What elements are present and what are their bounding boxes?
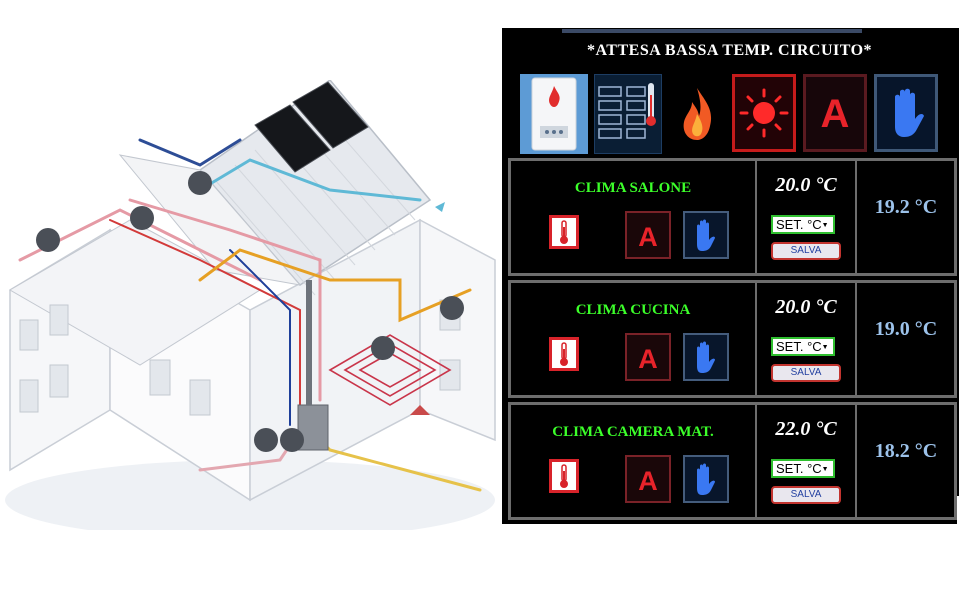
zone-panel-camera: CLIMA CAMERA MAT. A 22.0 °C SET. °C▼ SAL… [508, 402, 957, 520]
save-button[interactable]: SALVA [771, 364, 841, 382]
auto-mode-button[interactable]: A [625, 455, 671, 503]
setpoint-value: 20.0 °C [775, 296, 837, 318]
auto-mode-letter: A [821, 92, 850, 136]
manual-hand-icon[interactable] [874, 74, 938, 152]
keypad-thermometer-icon[interactable] [594, 74, 662, 154]
zone-panel-cucina: CLIMA CUCINA A 20.0 °C SET. °C▼ SALVA 19… [508, 280, 957, 398]
measured-temperature: 19.0 °C [874, 318, 938, 340]
auto-mode-button[interactable]: A [625, 211, 671, 259]
zone-title: CLIMA CUCINA [575, 302, 691, 318]
header-scroll-text [562, 29, 862, 33]
save-button[interactable]: SALVA [771, 242, 841, 260]
zone-panel-salone: CLIMA SALONE A 20.0 °C SET. °C▼ SALVA 19… [508, 158, 957, 276]
control-panel: *ATTESA BASSA TEMP. CIRCUITO* [502, 28, 957, 524]
save-button[interactable]: SALVA [771, 486, 841, 504]
setpoint-select[interactable]: SET. °C▼ [771, 215, 835, 234]
flame-icon[interactable] [668, 74, 726, 154]
thermometer-icon[interactable] [549, 215, 579, 249]
setpoint-select[interactable]: SET. °C▼ [771, 459, 835, 478]
boiler-icon[interactable] [520, 74, 588, 154]
manual-hand-button[interactable] [683, 211, 729, 259]
measured-temperature: 19.2 °C [874, 196, 938, 218]
status-message: *ATTESA BASSA TEMP. CIRCUITO* [586, 42, 873, 59]
auto-mode-letter: A [638, 344, 658, 374]
manual-hand-button[interactable] [683, 333, 729, 381]
auto-mode-button[interactable]: A [625, 333, 671, 381]
manual-hand-icon [697, 341, 715, 373]
zone-title: CLIMA CAMERA MAT. [552, 424, 714, 440]
auto-mode-icon[interactable]: A [803, 74, 867, 152]
manual-hand-button[interactable] [683, 455, 729, 503]
thermometer-icon[interactable] [549, 337, 579, 371]
manual-hand-icon [697, 463, 715, 495]
house-heating-illustration [5, 80, 496, 530]
setpoint-value: 22.0 °C [775, 418, 837, 440]
sun-icon[interactable] [732, 74, 796, 152]
setpoint-select[interactable]: SET. °C▼ [771, 337, 835, 356]
thermometer-icon[interactable] [549, 459, 579, 493]
panel-edge-line [957, 28, 959, 496]
setpoint-value: 20.0 °C [775, 174, 837, 196]
measured-temperature: 18.2 °C [874, 440, 938, 462]
zone-title: CLIMA SALONE [574, 180, 692, 196]
auto-mode-letter: A [638, 466, 658, 496]
auto-mode-letter: A [638, 222, 658, 252]
manual-hand-icon [697, 219, 715, 251]
